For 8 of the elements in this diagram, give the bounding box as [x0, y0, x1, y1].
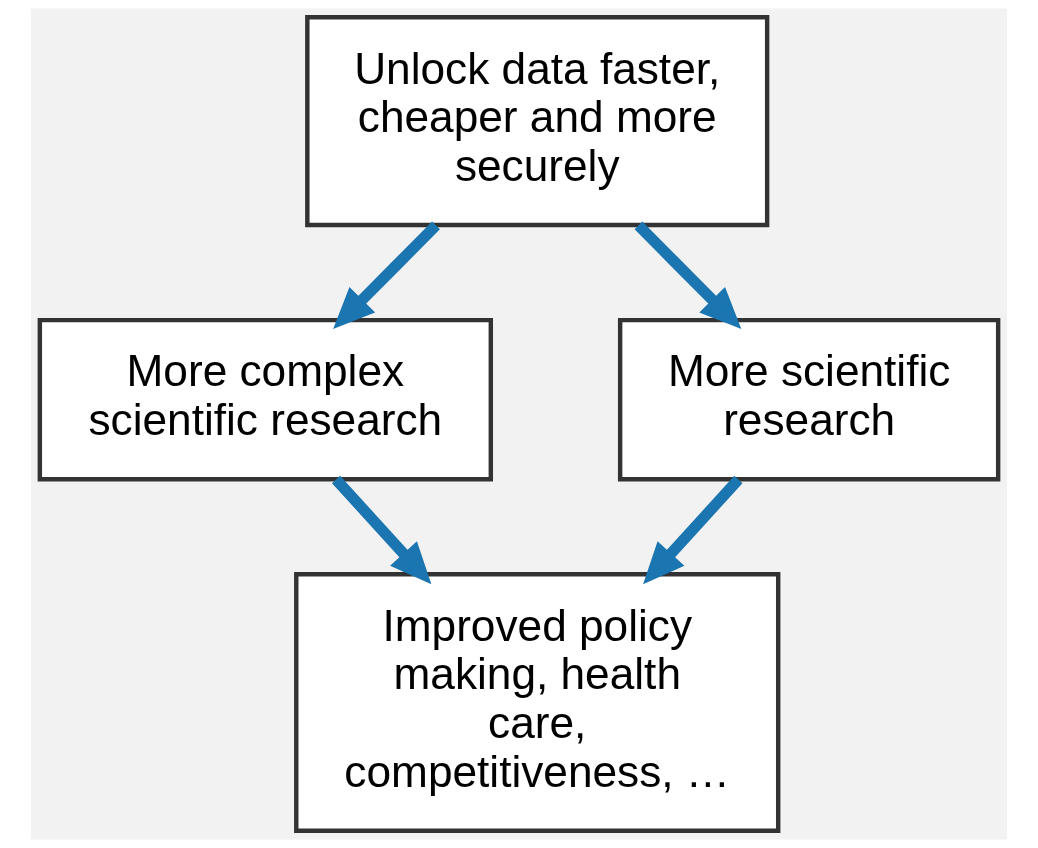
arrow: [643, 475, 743, 585]
node-box: More complex scientific research: [37, 317, 493, 482]
arrow: [332, 475, 432, 585]
node-box: Improved policy making, health care, competitiveness, …: [294, 572, 781, 833]
node-box: More scientific research: [617, 317, 1001, 482]
arrow: [333, 221, 440, 330]
node-box: Unlock data faster, cheaper and more securely: [305, 15, 770, 228]
arrow: [634, 221, 742, 330]
